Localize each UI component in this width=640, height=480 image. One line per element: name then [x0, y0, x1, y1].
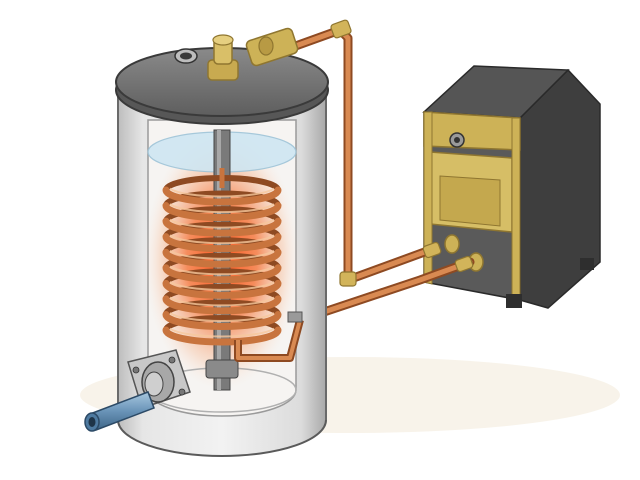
coil-turn — [162, 202, 282, 222]
coil-turn-back — [163, 315, 281, 331]
coil-turn-highlight — [169, 296, 275, 307]
lid-brass-fitting-cap — [212, 34, 234, 46]
central-rod-highlight — [217, 130, 221, 390]
coil-turn — [162, 295, 282, 315]
coil-turn-back — [163, 221, 281, 238]
coil-turn — [162, 217, 282, 237]
heating-coil — [162, 175, 282, 346]
inlet-hub-face — [144, 371, 164, 397]
flange-bolt-3 — [178, 388, 186, 396]
coil-turn-highlight — [169, 218, 275, 229]
boiler-control-panel — [423, 111, 521, 151]
boiler-left-strip — [423, 111, 433, 285]
coil-turn-back — [163, 268, 281, 285]
coil-turn-highlight — [169, 234, 275, 245]
boiler-foot-right — [580, 258, 594, 270]
coil-turn-highlight — [169, 203, 275, 214]
coil-turn — [162, 264, 282, 284]
coil-turn-back — [163, 299, 281, 316]
coil-turn-highlight — [169, 312, 275, 322]
coil-turn-highlight — [169, 327, 275, 338]
pipe-joint-boiler-upper — [422, 241, 442, 259]
inlet-blue-pipe-bore — [88, 417, 96, 427]
coil-turn-highlight — [169, 265, 275, 276]
top-outlet-pipe-highlight — [287, 27, 433, 283]
coil-turn-highlight — [169, 187, 275, 198]
coil-turn-highlight — [169, 281, 275, 291]
coil-turn — [162, 248, 282, 268]
pipe-network — [285, 19, 475, 325]
boiler-foot-left — [506, 294, 522, 308]
lid-valve-port — [258, 36, 274, 56]
boiler-gauge-center — [454, 137, 460, 143]
pipe-joint-top-elbow — [330, 19, 352, 39]
coil-turn-back — [163, 206, 281, 222]
pipe-joint-bottom-elbow — [339, 271, 357, 287]
coil-turn-back — [163, 190, 281, 207]
lid-port-hole — [180, 52, 192, 60]
coil-turn-back — [163, 283, 281, 300]
coil-turn-highlight — [169, 249, 275, 260]
tank-side-bracket — [287, 311, 303, 323]
coil-turn — [162, 233, 282, 253]
boiler-panel-inset — [439, 175, 501, 227]
coil-lower-lead-highlight — [236, 319, 302, 360]
flange-bolt-2 — [168, 356, 176, 364]
return-pipe-highlight — [297, 259, 473, 323]
rod-clamp — [205, 359, 239, 379]
boiler-socket-upper — [444, 234, 460, 254]
coil-turn — [162, 326, 282, 346]
pipe-joint-boiler-lower — [454, 255, 474, 273]
boiler-right-strip — [511, 117, 521, 301]
coil-turn — [162, 279, 282, 299]
coil-turn-back — [163, 237, 281, 253]
flange-bolt-1 — [132, 366, 140, 374]
boiler — [422, 65, 601, 309]
coil-turn-back — [163, 252, 281, 269]
coil-turn — [162, 186, 282, 206]
cold-inlet — [84, 349, 191, 432]
coil-turn — [162, 310, 282, 330]
